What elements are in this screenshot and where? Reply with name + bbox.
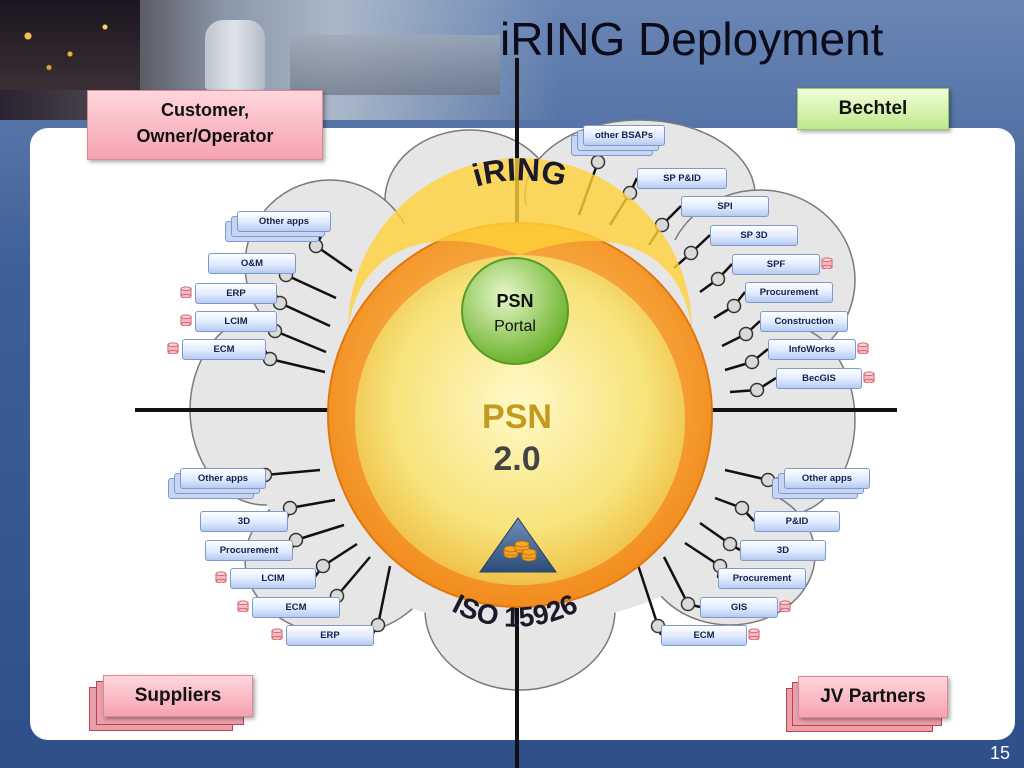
psn-core-version: 2.0: [493, 440, 540, 478]
bottom-right-connector-other-apps: [724, 468, 769, 482]
bottom-right-app-procurement[interactable]: Procurement: [718, 568, 806, 589]
top-left-app-erp[interactable]: ERP: [195, 283, 277, 304]
iso-triangle-icon: [479, 517, 557, 573]
top-right-app-sp-3d[interactable]: SP 3D: [710, 225, 798, 246]
bottom-right-database-icon-gis: [779, 600, 791, 612]
top-right-connector-node-other-bsaps: [590, 154, 606, 170]
top-left-app-lcim[interactable]: LCIM: [195, 311, 277, 332]
top-left-connector-oandm: [285, 273, 337, 300]
top-right-connector-node-infoworks: [744, 354, 760, 370]
suppliers-label-text: Suppliers: [134, 685, 222, 706]
bottom-right-database-icon-ecm: [748, 628, 760, 640]
top-right-database-icon-infoworks: [857, 342, 869, 354]
jv-partners-label-text: JV Partners: [820, 686, 926, 707]
page-title: iRING Deployment: [500, 13, 884, 65]
bottom-right-connector-node-pandid: [734, 500, 750, 516]
customer-label-line1: Customer,: [160, 100, 250, 120]
bottom-right-app-pandid[interactable]: P&ID: [754, 511, 840, 532]
psn-portal-subtitle: Portal: [494, 318, 536, 335]
top-right-database-icon-becgis: [863, 371, 875, 383]
bottom-left-app-erp[interactable]: ERP: [286, 625, 374, 646]
bottom-left-connector-node-lcim: [315, 558, 331, 574]
bottom-left-database-icon-lcim: [215, 571, 227, 583]
customer-owner-operator-label: Customer, Owner/Operator: [87, 90, 323, 160]
iring-ring-label: iRING: [469, 151, 570, 194]
page-number: 15: [989, 743, 1010, 763]
top-left-database-icon-erp: [180, 286, 192, 298]
top-right-app-spf[interactable]: SPF: [732, 254, 820, 275]
top-left-app-ecm[interactable]: ECM: [182, 339, 266, 360]
suppliers-label: Suppliers: [103, 675, 253, 717]
bechtel-label-text: Bechtel: [838, 98, 908, 119]
bottom-right-connector-gis: [662, 556, 690, 605]
connector-lines: [257, 134, 785, 636]
top-right-app-infoworks[interactable]: InfoWorks: [768, 339, 856, 360]
top-right-app-sp-pandid[interactable]: SP P&ID: [637, 168, 727, 189]
top-right-app-other-bsaps[interactable]: other BSAPs: [583, 125, 665, 146]
customer-label-line2: Owner/Operator: [136, 126, 274, 146]
bottom-left-connector-other-apps: [264, 468, 321, 477]
bottom-left-app-procurement[interactable]: Procurement: [205, 540, 293, 561]
psn-portal-circle[interactable]: [461, 257, 569, 365]
top-right-connector-node-construction: [738, 326, 754, 342]
top-right-connector-node-spf: [710, 271, 726, 287]
bottom-right-connector-ecm: [636, 564, 660, 627]
top-left-database-icon-ecm: [167, 342, 179, 354]
iring-yellow-band: [348, 158, 692, 330]
top-left-connector-lcim: [274, 329, 327, 354]
bottom-left-database-icon-erp: [271, 628, 283, 640]
bottom-left-database-icon-ecm: [237, 600, 249, 612]
bottom-right-connector-node-3d: [722, 536, 738, 552]
top-right-app-construction[interactable]: Construction: [760, 311, 848, 332]
bechtel-label: Bechtel: [797, 88, 949, 130]
top-right-connector-node-procurement: [726, 298, 742, 314]
bottom-left-connector-3d: [289, 498, 336, 510]
bottom-left-app-ecm[interactable]: ECM: [252, 597, 340, 618]
top-right-app-procurement[interactable]: Procurement: [745, 282, 833, 303]
top-left-app-oandm[interactable]: O&M: [208, 253, 296, 274]
top-left-connector-ecm: [269, 357, 326, 374]
bottom-right-app-3d[interactable]: 3D: [740, 540, 826, 561]
plant-photo: [290, 35, 500, 95]
refinery-lights-photo: [0, 0, 140, 90]
top-right-database-icon-spf: [821, 257, 833, 269]
top-left-connector-erp: [279, 301, 331, 328]
bottom-left-app-other-apps[interactable]: Other apps: [180, 468, 266, 489]
top-left-connector-other-apps: [315, 244, 353, 273]
bottom-left-connector-erp: [376, 565, 392, 626]
cooling-tower-photo: [205, 20, 265, 90]
bottom-left-connector-ecm: [336, 556, 371, 597]
bottom-left-connector-procurement: [295, 523, 345, 542]
bottom-right-app-other-apps[interactable]: Other apps: [784, 468, 870, 489]
top-right-connector-node-becgis: [749, 382, 765, 398]
bottom-right-connector-node-gis: [680, 596, 696, 612]
bottom-right-app-gis[interactable]: GIS: [700, 597, 778, 618]
top-right-app-spi[interactable]: SPI: [681, 196, 769, 217]
psn-portal-title: PSN: [496, 291, 533, 311]
top-right-connector-node-sp-3d: [683, 245, 699, 261]
jv-partners-label: JV Partners: [798, 676, 948, 718]
top-right-app-becgis[interactable]: BecGIS: [776, 368, 862, 389]
top-left-database-icon-lcim: [180, 314, 192, 326]
top-left-app-other-apps[interactable]: Other apps: [237, 211, 331, 232]
svg-text:iRING: iRING: [469, 151, 570, 194]
bottom-left-app-3d[interactable]: 3D: [200, 511, 288, 532]
bottom-left-app-lcim[interactable]: LCIM: [230, 568, 316, 589]
bottom-right-app-ecm[interactable]: ECM: [661, 625, 747, 646]
psn-core-title: PSN: [482, 398, 552, 436]
psn-core: [355, 255, 685, 585]
